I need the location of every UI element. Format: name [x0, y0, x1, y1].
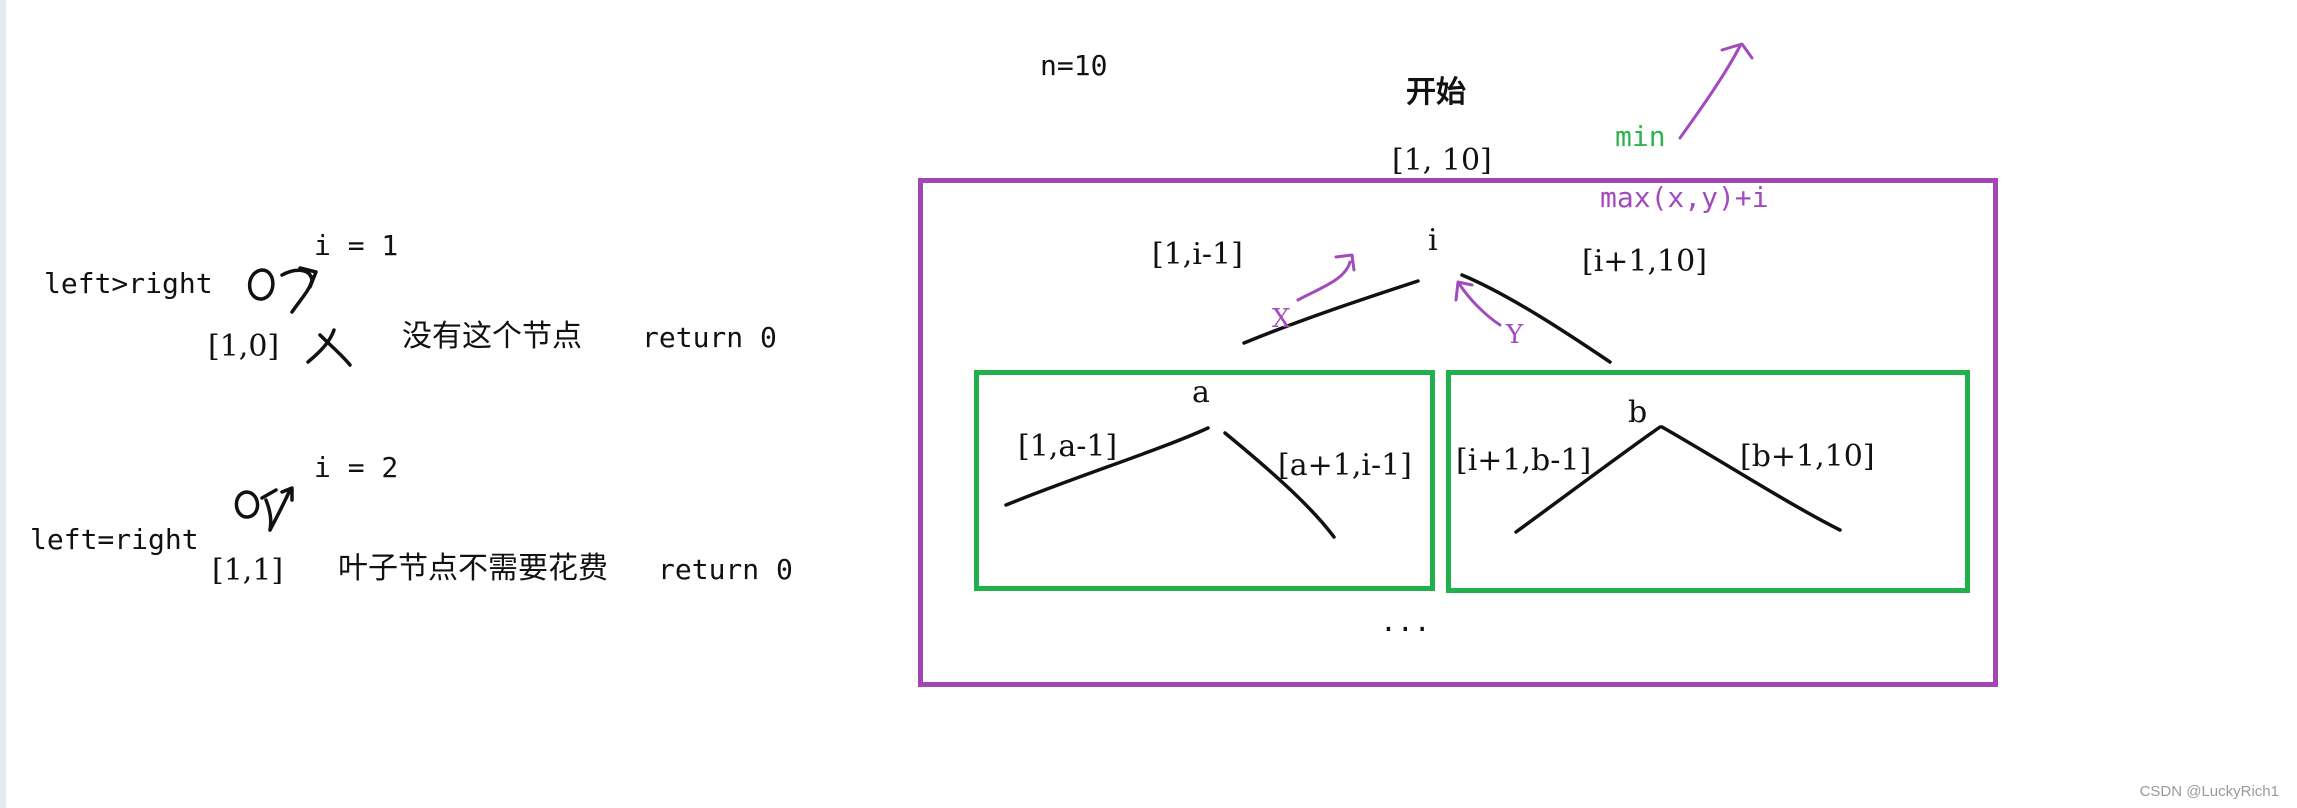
right-subtree-box — [1446, 370, 1970, 593]
case2-i-value: i = 2 — [314, 451, 399, 484]
x-arrow — [1296, 253, 1356, 302]
root-left-range: [1,i-1] — [1152, 237, 1243, 272]
y-arrow — [1454, 280, 1502, 327]
x-label: X — [1272, 304, 1291, 334]
subtree-a-right-branch — [1223, 431, 1336, 539]
left-subtree-box — [974, 370, 1435, 591]
case1-cross-glyph — [306, 328, 352, 367]
n-label: n=10 — [1040, 49, 1108, 82]
y-label: Y — [1506, 320, 1524, 350]
min-up-arrow — [1678, 42, 1754, 140]
max-formula: max(x,y)+i — [1600, 181, 1769, 214]
case1-description: 没有这个节点 — [402, 319, 582, 354]
subtree-b-left-range: [i+1,b-1] — [1456, 443, 1592, 478]
subtree-b-right-range: [b+1,10] — [1740, 439, 1875, 474]
start-range: [1, 10] — [1392, 143, 1492, 178]
subtree-b-right-branch — [1660, 425, 1842, 532]
subtree-a-left-branch — [1004, 426, 1210, 507]
subtree-a-right-range: [a+1,i-1] — [1278, 448, 1412, 483]
case1-zero-glyph — [247, 268, 275, 301]
subtree-a-left-range: [1,a-1] — [1018, 429, 1118, 464]
case2-return: return 0 — [658, 553, 793, 586]
ellipsis: ... — [1380, 605, 1431, 638]
root-node-label: i — [1428, 223, 1438, 258]
case1-return: return 0 — [642, 321, 777, 354]
left-edge-strip — [0, 0, 6, 808]
case2-condition: left=right — [30, 523, 199, 556]
case2-zero-glyph — [234, 490, 260, 519]
case1-arrow-glyph — [280, 266, 318, 314]
case2-description: 叶子节点不需要花费 — [338, 551, 608, 586]
subtree-b-left-branch — [1514, 425, 1662, 534]
subtree-a-node-label: a — [1192, 375, 1210, 410]
subtree-b-node-label: b — [1628, 395, 1648, 430]
root-left-branch — [1242, 279, 1420, 345]
watermark: CSDN @LuckyRich1 — [2139, 783, 2279, 800]
case1-range: [1,0] — [208, 329, 280, 364]
outer-purple-box — [918, 178, 1998, 687]
case2-arrow-glyph — [260, 486, 294, 532]
case1-condition: left>right — [44, 267, 213, 300]
case2-range: [1,1] — [212, 553, 284, 588]
case1-i-value: i = 1 — [314, 229, 399, 262]
min-label: min — [1615, 120, 1666, 153]
root-right-branch — [1460, 273, 1612, 364]
start-label: 开始 — [1406, 75, 1466, 110]
root-right-range: [i+1,10] — [1582, 244, 1707, 279]
